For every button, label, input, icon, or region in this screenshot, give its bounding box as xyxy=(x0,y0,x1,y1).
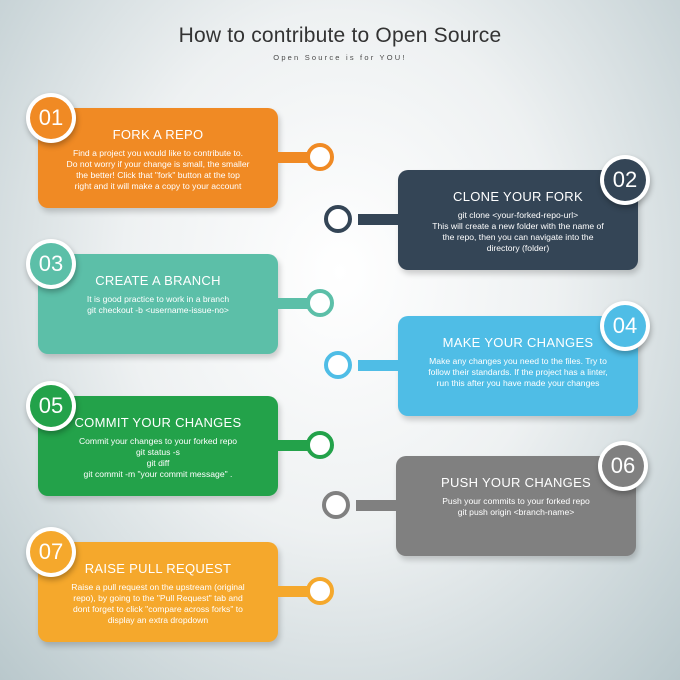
step-number-badge: 05 xyxy=(26,381,76,431)
step-description: git clone <your-forked-repo-url> This wi… xyxy=(432,210,604,253)
step-card-fork-a-repo: 01 FORK A REPO Find a project you would … xyxy=(26,93,334,208)
step-number: 04 xyxy=(604,305,646,347)
step-number-badge: 01 xyxy=(26,93,76,143)
step-card-commit-your-changes: 05 COMMIT YOUR CHANGES Commit your chang… xyxy=(26,381,334,496)
step-number-badge: 02 xyxy=(600,155,650,205)
step-card-push-your-changes: 06 PUSH YOUR CHANGES Push your commits t… xyxy=(322,441,648,556)
step-title: FORK A REPO xyxy=(112,127,204,142)
connector-knob-icon xyxy=(306,577,334,605)
step-description: Find a project you would like to contrib… xyxy=(66,148,250,191)
step-card-create-a-branch: 03 CREATE A BRANCH It is good practice t… xyxy=(26,239,334,354)
page-title: How to contribute to Open Source xyxy=(178,24,502,47)
step-card-make-your-changes: 04 MAKE YOUR CHANGES Make any changes yo… xyxy=(324,301,650,416)
step-connector xyxy=(272,152,316,163)
step-title: MAKE YOUR CHANGES xyxy=(442,335,594,350)
step-number-badge: 07 xyxy=(26,527,76,577)
page-subtitle: Open Source is for YOU! xyxy=(273,53,407,62)
step-number: 01 xyxy=(30,97,72,139)
step-number-badge: 06 xyxy=(598,441,648,491)
step-connector xyxy=(358,360,402,371)
step-connector xyxy=(272,298,316,309)
step-title: PUSH YOUR CHANGES xyxy=(440,475,592,490)
step-description: Make any changes you need to the files. … xyxy=(428,356,608,388)
step-number: 02 xyxy=(604,159,646,201)
step-connector xyxy=(272,586,316,597)
step-number-badge: 03 xyxy=(26,239,76,289)
connector-knob-icon xyxy=(322,491,350,519)
step-number: 03 xyxy=(30,243,72,285)
step-description: Commit your changes to your forked repo … xyxy=(78,436,238,479)
connector-knob-icon xyxy=(306,289,334,317)
step-title: CLONE YOUR FORK xyxy=(453,189,583,204)
step-connector xyxy=(272,440,316,451)
step-description: It is good practice to work in a branch … xyxy=(86,294,230,315)
step-number-badge: 04 xyxy=(600,301,650,351)
step-connector xyxy=(356,500,400,511)
step-card-raise-pull-request: 07 RAISE PULL REQUEST Raise a pull reque… xyxy=(26,527,334,642)
step-number: 06 xyxy=(602,445,644,487)
connector-knob-icon xyxy=(306,431,334,459)
step-description: Raise a pull request on the upstream (or… xyxy=(71,582,245,625)
connector-knob-icon xyxy=(324,351,352,379)
step-number: 05 xyxy=(30,385,72,427)
step-card-clone-your-fork: 02 CLONE YOUR FORK git clone <your-forke… xyxy=(324,155,650,270)
step-title: RAISE PULL REQUEST xyxy=(84,561,232,576)
step-title: CREATE A BRANCH xyxy=(95,273,221,288)
step-number: 07 xyxy=(30,531,72,573)
step-title: COMMIT YOUR CHANGES xyxy=(74,415,242,430)
step-description: Push your commits to your forked repo gi… xyxy=(442,496,590,517)
step-connector xyxy=(358,214,402,225)
connector-knob-icon xyxy=(324,205,352,233)
connector-knob-icon xyxy=(306,143,334,171)
